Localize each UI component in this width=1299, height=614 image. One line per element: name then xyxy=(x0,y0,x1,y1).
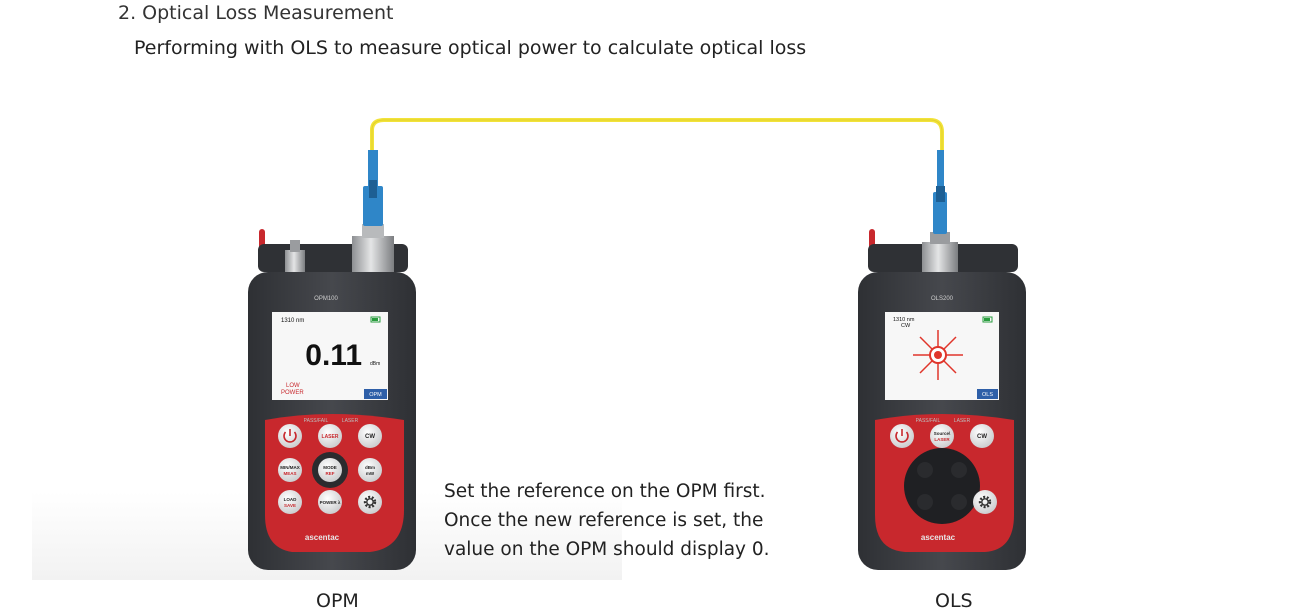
opm-cw-button-label: CW xyxy=(365,434,375,440)
ols-connector-blue xyxy=(933,192,947,234)
opm-port-left xyxy=(285,250,305,276)
opm-mode-top: MODE xyxy=(323,465,337,470)
ols-settings-button xyxy=(973,490,997,514)
ols-caption: OLS xyxy=(935,590,973,612)
power-icon xyxy=(283,431,297,443)
section-heading: 2. Optical Loss Measurement xyxy=(118,2,394,24)
opm-unit: dBm xyxy=(370,361,380,367)
battery-icon xyxy=(370,316,381,323)
opm-laser-label: LASER xyxy=(342,418,359,424)
opm-load-top: LOAD xyxy=(284,497,297,502)
opm-laser-button-label: LASER xyxy=(322,434,339,440)
opm-mode-button xyxy=(318,458,342,482)
opm-reading: 0.11 xyxy=(305,339,362,372)
opm-laser-button xyxy=(318,424,342,448)
ols-brand: ascentac xyxy=(921,533,956,542)
opm-settings-button xyxy=(358,490,382,514)
opm-dbm-bottom: mW xyxy=(366,471,375,476)
ols-mode-line: CW xyxy=(901,323,911,329)
ols-passfail-label: PASS/FAIL xyxy=(916,418,941,424)
note-line: Set the reference on the OPM first. xyxy=(444,481,766,502)
ols-cw-button xyxy=(970,424,994,448)
reference-note: Set the reference on the OPM first. Once… xyxy=(444,477,770,564)
ols-mode-tag: OLS xyxy=(982,392,993,398)
opm-status-line1: LOW xyxy=(286,383,300,389)
ols-source-bottom: LASER xyxy=(934,437,950,442)
opm-minmax-bottom: MEAS xyxy=(283,471,296,476)
opm-minmax-button xyxy=(278,458,302,482)
opm-port-right xyxy=(352,236,394,276)
opm-brand: ascentac xyxy=(305,533,340,542)
fiber-cable xyxy=(370,118,944,150)
ols-port xyxy=(922,242,958,276)
note-line: Once the new reference is set, the xyxy=(444,510,764,531)
battery-icon xyxy=(982,316,993,323)
ols-navigation-pad xyxy=(904,448,980,524)
opm-mode-tag: OPM xyxy=(369,392,382,398)
ols-model-label: OLS200 xyxy=(931,296,954,302)
opm-passfail-label: PASS/FAIL xyxy=(304,418,329,424)
opm-minmax-top: MIN/MAX xyxy=(280,465,300,470)
opm-caption: OPM xyxy=(316,590,359,612)
opm-dbm-top: dBm xyxy=(365,465,375,470)
opm-model-label: OPM100 xyxy=(314,296,338,302)
opm-wavelength: 1310 nm xyxy=(281,318,304,324)
section-subheading: Performing with OLS to measure optical p… xyxy=(134,37,807,59)
opm-status-line2: POWER xyxy=(281,390,304,396)
opm-load-bottom: SAVE xyxy=(284,503,296,508)
gear-icon xyxy=(363,495,377,509)
opm-device: OPM100 1310 nm 0.11 dBm LOW POWER OPM PA… xyxy=(248,150,416,570)
opm-dbm-button xyxy=(358,458,382,482)
ols-laser-label: LASER xyxy=(954,418,971,424)
ols-source-button xyxy=(930,424,954,448)
opm-cw-button xyxy=(358,424,382,448)
ols-cw-button-label: CW xyxy=(977,434,987,440)
ols-wavelength: 1310 nm xyxy=(893,317,915,323)
opm-connector-blue xyxy=(363,186,383,226)
gear-icon xyxy=(978,495,992,509)
opm-screen xyxy=(272,312,388,400)
opm-load-button xyxy=(278,490,302,514)
ols-device: OLS200 1310 nm CW OLS PASS/FAIL LASER So… xyxy=(858,150,1026,570)
note-line: value on the OPM should display 0. xyxy=(444,539,770,560)
opm-power-lambda-label: POWER λ xyxy=(320,500,341,505)
power-icon xyxy=(895,431,909,443)
ols-source-top: Source\ xyxy=(934,431,951,436)
opm-mode-bottom: REF xyxy=(326,471,335,476)
opm-power-lambda-button xyxy=(318,490,342,514)
